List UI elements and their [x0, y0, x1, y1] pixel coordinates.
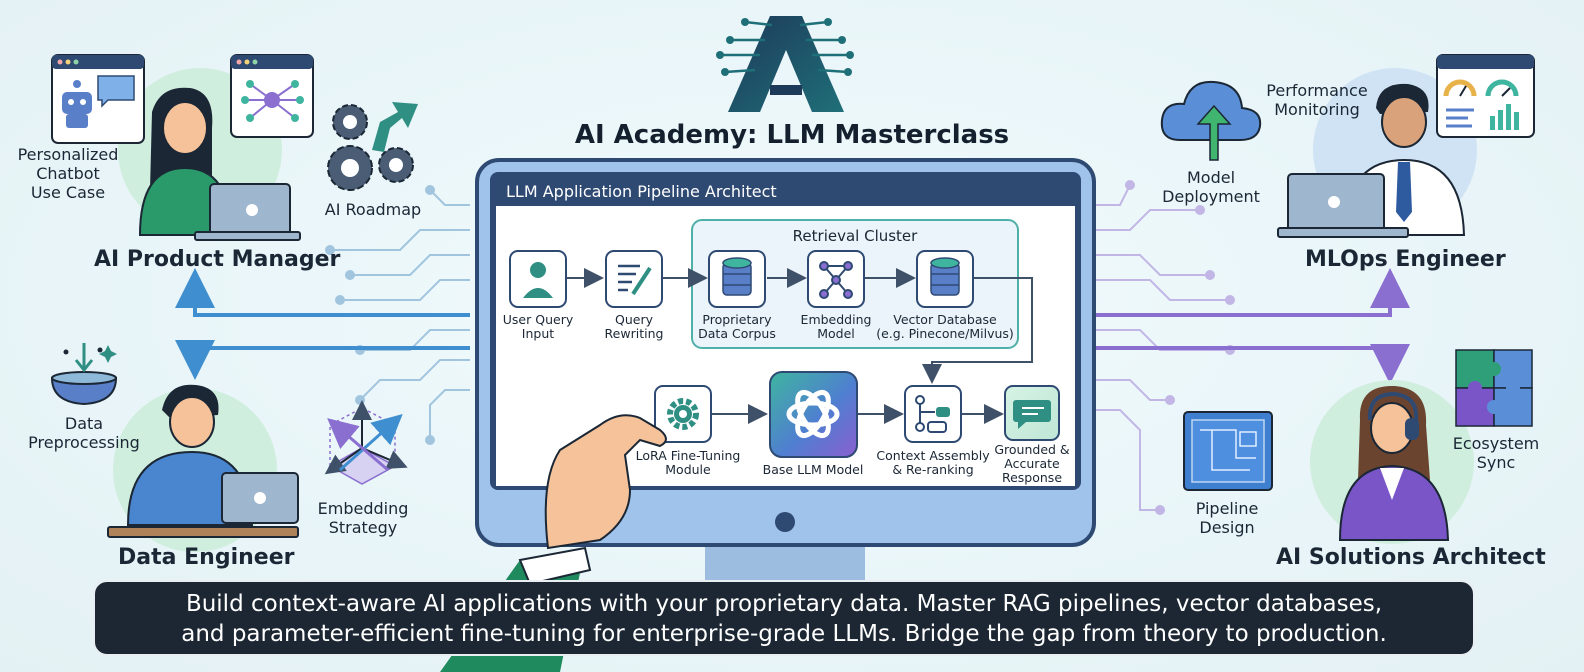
tag-data-preprocessing: Data Preprocessing	[28, 414, 140, 452]
node-query-rewriting	[605, 250, 663, 308]
openai-knot-icon	[786, 390, 840, 438]
arrow-to-mlops	[1095, 268, 1410, 317]
edit-document-icon	[618, 264, 652, 296]
network-window	[230, 54, 314, 138]
network-graph-icon	[819, 261, 853, 299]
robot-icon	[62, 80, 92, 128]
circuit-traces-left	[325, 185, 470, 445]
tag-chatbot-use-case: Personalized Chatbot Use Case	[17, 145, 119, 202]
persona-product-manager: AI Product Manager	[94, 247, 341, 272]
tag-embedding-strategy: Embedding Strategy	[317, 499, 409, 537]
node-vector-db	[916, 250, 974, 308]
flowchart-icon	[915, 395, 950, 433]
user-query-label: User Query Input	[502, 312, 574, 341]
description-banner: Build context-aware AI applications with…	[93, 580, 1475, 656]
query-rewriting-label: Query Rewriting	[604, 312, 664, 341]
tag-model-deployment: Model Deployment	[1162, 168, 1260, 206]
persona-data-engineer: Data Engineer	[118, 545, 295, 570]
base-llm-label: Base LLM Model	[762, 462, 864, 477]
retrieval-cluster-label: Retrieval Cluster	[792, 227, 918, 245]
page-title: AI Academy: LLM Masterclass	[574, 120, 1010, 150]
dashboard-window	[1436, 54, 1535, 138]
ecosystem-sync-icon	[1455, 349, 1533, 427]
tag-pipeline-design: Pipeline Design	[1195, 499, 1259, 537]
proprietary-data-label: Proprietary Data Corpus	[698, 312, 776, 341]
database-icon	[930, 257, 960, 296]
data-preprocessing-icon	[50, 343, 118, 406]
solutions-architect-illustration	[1310, 380, 1474, 544]
node-base-llm	[769, 371, 858, 458]
circuit-a-logo	[716, 16, 854, 112]
arrow-to-product-manager	[175, 268, 470, 317]
node-proprietary-data	[708, 250, 766, 308]
node-response	[1004, 385, 1060, 441]
tag-ecosystem-sync: Ecosystem Sync	[1452, 434, 1540, 472]
circuit-traces-right	[1095, 180, 1235, 515]
data-engineer-illustration	[107, 384, 299, 552]
lora-label: LoRA Fine-Tuning Module	[635, 448, 741, 477]
banner-line-2: and parameter-efficient fine-tuning for …	[181, 621, 1387, 647]
persona-mlops-engineer: MLOps Engineer	[1305, 247, 1506, 272]
ai-roadmap-icon	[327, 102, 418, 191]
context-assembly-label: Context Assembly & Re-ranking	[876, 448, 990, 477]
chat-bubble-icon	[1013, 400, 1051, 429]
tag-performance-monitoring: Performance Monitoring	[1266, 81, 1368, 119]
chatbot-window	[51, 54, 145, 144]
node-embedding-model	[807, 250, 865, 308]
embedding-strategy-icon	[324, 400, 408, 485]
pipeline-design-icon	[1183, 411, 1273, 491]
product-manager-illustration	[51, 54, 314, 241]
node-user-query	[509, 250, 567, 308]
banner-line-1: Build context-aware AI applications with…	[185, 591, 1383, 617]
tag-ai-roadmap: AI Roadmap	[324, 200, 422, 219]
database-icon	[722, 257, 752, 296]
response-label: Grounded & Accurate Response	[994, 442, 1070, 485]
node-lora	[654, 385, 712, 443]
user-icon	[523, 262, 553, 298]
window-title: LLM Application Pipeline Architect	[506, 182, 777, 201]
arrow-to-solutions-architect	[1095, 344, 1410, 384]
mlops-illustration	[1277, 54, 1535, 238]
persona-solutions-architect: AI Solutions Architect	[1276, 545, 1546, 570]
node-context-assembly	[904, 385, 962, 443]
vector-db-label: Vector Database (e.g. Pinecone/Milvus)	[876, 312, 1014, 341]
arrow-to-data-engineer	[175, 340, 470, 380]
gear-icon	[667, 398, 699, 430]
model-deployment-icon	[1160, 80, 1262, 161]
embedding-model-label: Embedding Model	[800, 312, 872, 341]
